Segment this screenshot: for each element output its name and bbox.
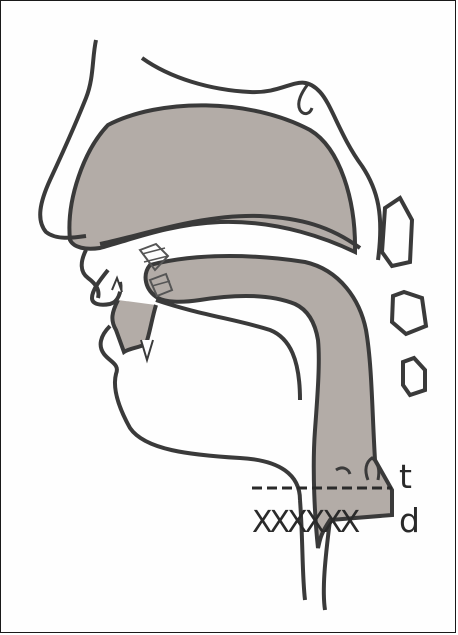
voiceless-label: t — [399, 460, 412, 493]
nasal-cavity — [69, 105, 355, 252]
voiced-label: d — [399, 504, 420, 537]
oral-cavity-outline — [156, 300, 300, 400]
cervical-vertebrae — [382, 198, 426, 395]
voicing-marks: XXXXXX — [252, 508, 357, 538]
